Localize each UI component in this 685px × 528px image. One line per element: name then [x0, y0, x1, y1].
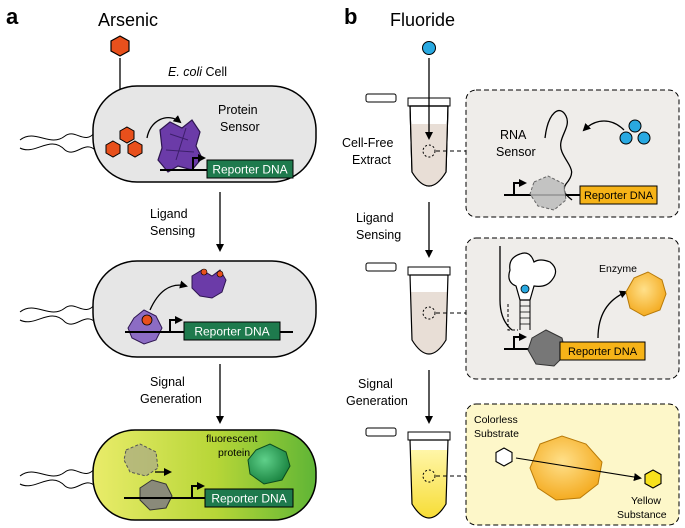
- b-step1-line1: Ligand: [356, 211, 394, 225]
- reporter-dna-box-1: [206, 159, 294, 179]
- reporter-dna-label-1: Reporter DNA: [212, 163, 287, 177]
- reporter-dna-box-3: [204, 488, 294, 508]
- b-step1-line2: Sensing: [356, 228, 401, 242]
- tube-2-zoom-circle: [422, 306, 436, 320]
- release-arrow: [149, 280, 188, 311]
- reporter-dna-label-3: Reporter DNA: [211, 492, 286, 506]
- reporter-dna-label-2: Reporter DNA: [194, 325, 269, 339]
- tube-2: [365, 262, 451, 355]
- fluorescent-label-line1: fluorescent: [206, 433, 257, 445]
- promoter-arrow-2: [169, 316, 183, 332]
- fluoride-binding-arrow: [582, 120, 625, 132]
- b-reporter-dna-box-1: [579, 185, 658, 205]
- b-step2-line1: Signal: [358, 377, 393, 391]
- product-label-line2: Substance: [617, 509, 667, 521]
- fluorescent-label-line2: protein: [218, 447, 250, 459]
- cell-free-label-line2: Extract: [352, 153, 391, 167]
- cell-label: E. coli Cell: [168, 65, 227, 79]
- reporter-dna-box-2: [183, 321, 281, 341]
- fluorescent-protein-icon: [247, 443, 291, 485]
- enzyme-label: Enzyme: [599, 263, 637, 275]
- protein-sensor-icon: [157, 119, 203, 173]
- colorless-substrate-icon: [495, 447, 513, 467]
- arsenic-cluster-icon: [105, 126, 143, 158]
- tube-3: [365, 427, 451, 519]
- rna-sensor-label-line2: Sensor: [496, 145, 536, 159]
- promoter-arrow-1: [192, 154, 206, 170]
- a-step2-line2: Generation: [140, 392, 202, 406]
- a-step1-line2: Sensing: [150, 224, 195, 238]
- rna-sensor-label-line1: RNA: [500, 128, 527, 142]
- panel-a-title: Arsenic: [98, 10, 158, 30]
- fluoride-ion-icon: [422, 41, 436, 55]
- b-step2-line2: Generation: [346, 394, 408, 408]
- tube-1: [365, 93, 451, 187]
- arsenic-hexagon-icon: [110, 35, 130, 57]
- released-protein-sensor-icon: [191, 268, 227, 299]
- promoter-arrow-3: [191, 482, 205, 498]
- protein-sensor-label-line2: Sensor: [220, 120, 260, 134]
- a-step1-line1: Ligand: [150, 207, 188, 221]
- panel-b-letter: b: [344, 4, 357, 29]
- translating-ribosome-icon: [123, 443, 159, 477]
- b-reporter-dna-label-1: Reporter DNA: [584, 190, 654, 202]
- substrate-label-line2: Substrate: [474, 428, 519, 440]
- yellow-product-icon: [644, 469, 662, 489]
- panel-b-title: Fluoride: [390, 10, 455, 30]
- panel-a-letter: a: [6, 4, 19, 29]
- cell-2: [19, 260, 317, 358]
- protein-sensor-label-line1: Protein: [218, 103, 258, 117]
- product-label-line1: Yellow: [631, 495, 661, 507]
- a-step2-line1: Signal: [150, 375, 185, 389]
- fluoride-cluster-icon: [619, 119, 651, 145]
- b-reporter-dna-label-2: Reporter DNA: [568, 346, 638, 358]
- substrate-label-line1: Colorless: [474, 414, 518, 426]
- enzyme-production-arrow: [597, 290, 628, 339]
- cell-free-label-line1: Cell-Free: [342, 136, 393, 150]
- b-reporter-dna-box-2: [559, 341, 646, 361]
- enzyme-icon: [625, 271, 667, 317]
- binding-arrow-1: [146, 115, 182, 139]
- b-promoter-arrow-1: [513, 179, 527, 195]
- enzyme-icon-2: [529, 435, 603, 501]
- riboswitch-structure-icon: [499, 246, 557, 331]
- b-promoter-arrow-2: [513, 333, 527, 349]
- polymerase-icon-b1: [529, 175, 567, 211]
- tube-3-zoom-circle: [422, 469, 436, 483]
- conversion-arrow: [515, 457, 642, 481]
- polymerase-icon-a: [139, 479, 173, 511]
- tube-1-zoom-circle: [422, 144, 436, 158]
- cell-1: [19, 85, 317, 183]
